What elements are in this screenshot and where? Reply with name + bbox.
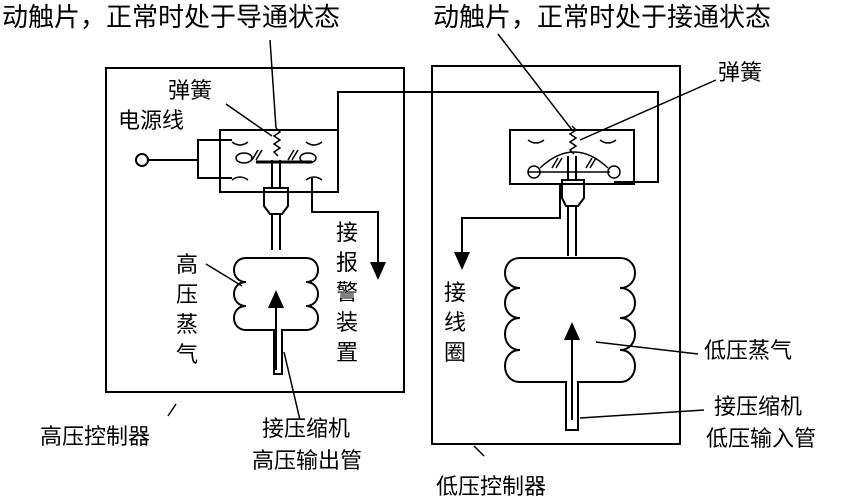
high-power-line [135,139,232,179]
svg-text:圈: 圈 [444,341,466,366]
low-controller-frame [431,65,681,445]
high-bellows [233,257,319,375]
low-stem [567,206,577,256]
low-top-label: 动触片，正常时处于接通状态 [433,3,771,33]
low-rod [567,156,577,180]
high-rod [271,160,281,188]
high-spring [272,127,282,157]
low-spring [568,125,578,155]
high-outlet-line2: 高压输出管 [252,449,362,474]
svg-text:压: 压 [176,283,198,308]
low-gas-label: 低压蒸气 [704,339,792,364]
alarm-label: 接 报 警 装 置 [336,221,358,366]
svg-text:装: 装 [336,311,358,336]
high-outlet-line1: 接压缩机 [262,417,350,442]
svg-text:报: 报 [336,251,358,276]
svg-text:警: 警 [336,281,358,306]
svg-text:气: 气 [176,343,198,368]
low-controller-label: 低压控制器 [436,475,546,500]
low-contacts [527,139,621,179]
svg-text:线: 线 [444,311,466,336]
svg-text:蒸: 蒸 [176,313,198,338]
high-contacts [231,141,323,181]
high-plunger [263,187,289,215]
low-bellows [504,257,636,431]
low-coil-wire [454,184,561,270]
svg-text:高: 高 [176,253,198,278]
low-inlet-line1: 接压缩机 [714,395,802,420]
svg-text:置: 置 [336,341,358,366]
low-pressure-controller [431,33,717,457]
low-spring-label: 弹簧 [718,61,762,86]
svg-text:接: 接 [336,221,358,246]
high-alarm-wire [311,178,386,280]
svg-text:接: 接 [444,281,466,306]
power-line-label: 电源线 [118,109,184,134]
high-top-label: 动触片，正常时处于导通状态 [2,3,340,33]
high-gas-label: 高 压 蒸 气 [176,253,198,368]
high-spring-label: 弹簧 [168,79,212,104]
high-controller-frame [105,67,405,393]
high-pressure-controller [105,39,659,421]
coil-label: 接 线 圈 [444,281,466,366]
interconnect-wire [337,91,659,183]
high-stem [271,214,281,250]
low-inlet-line2: 低压输入管 [706,427,816,452]
low-plunger [561,179,585,207]
high-controller-label: 高压控制器 [40,425,150,450]
